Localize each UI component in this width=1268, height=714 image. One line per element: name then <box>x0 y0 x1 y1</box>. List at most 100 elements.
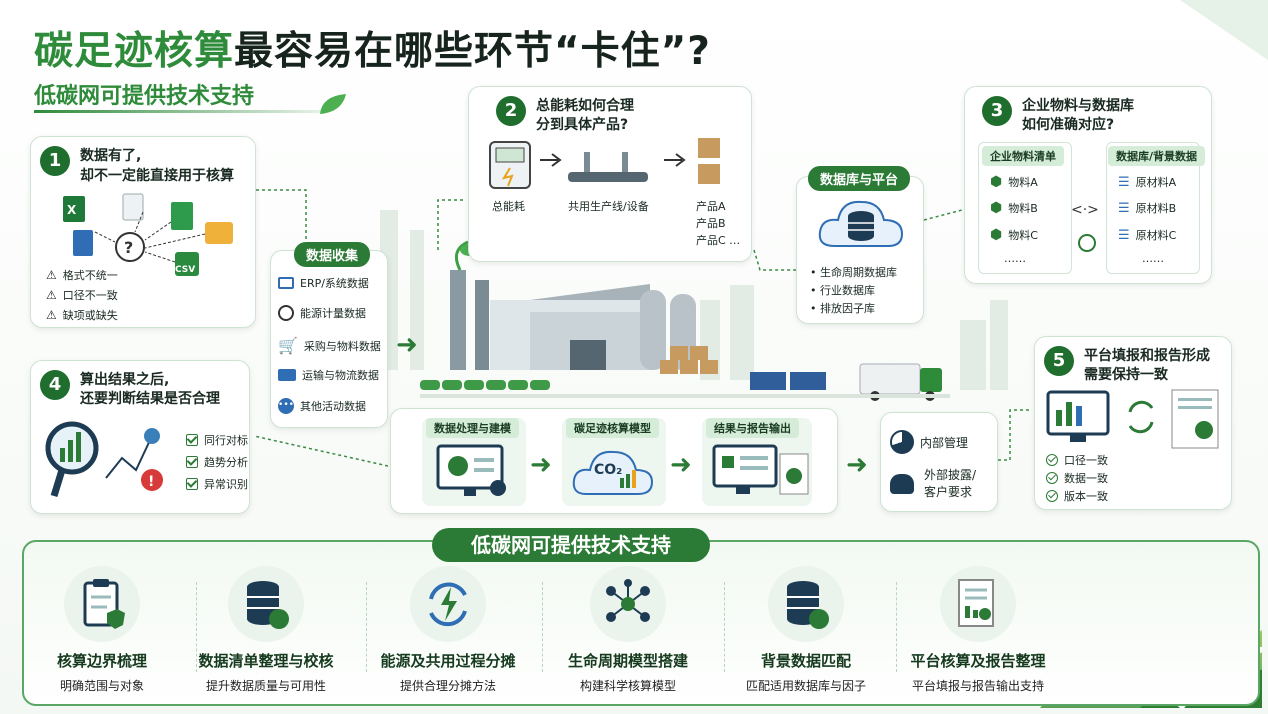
process-step-1-title: 数据处理与建模 <box>426 418 519 438</box>
collection-item-2: 能源计量数据 <box>278 305 366 321</box>
cube-icon: ⬢ <box>990 227 1003 243</box>
issue-row-3: ⚠缺项或缺失 <box>46 307 118 323</box>
network-nodes-icon <box>590 566 666 642</box>
support-desc: 明确范围与对象 <box>59 679 144 693</box>
csv-label: CSV <box>175 265 196 275</box>
separator <box>724 582 725 672</box>
consistency-label: 口径一致 <box>1064 454 1108 467</box>
card4-title-line2: 还要判断结果是否合理 <box>80 391 220 407</box>
card3-title-line1: 企业物料与数据库 <box>1022 98 1134 114</box>
material-list-box <box>978 142 1072 274</box>
issue-label: 缺项或缺失 <box>62 309 118 322</box>
raw-material-label: 原材料B <box>1135 202 1177 215</box>
support-desc: 提供合理分摊方法 <box>399 679 496 693</box>
check-circle-icon <box>1046 490 1058 502</box>
database-leaf-icon <box>768 566 844 642</box>
analysis-illustration: ! <box>45 421 163 498</box>
issue-label: 格式不统一 <box>62 269 118 282</box>
platform-report-illustration <box>1046 389 1219 449</box>
card-outputs <box>880 412 998 512</box>
monitor-icon <box>278 277 294 289</box>
support-desc: 平台填报与报告输出支持 <box>911 679 1044 693</box>
card5-title-line2: 需要保持一致 <box>1084 367 1168 383</box>
database-item-2: • 行业数据库 <box>810 284 875 297</box>
warning-icon: ⚠ <box>46 288 57 302</box>
db-icon: ☰ <box>1118 227 1130 243</box>
consistency-row-3: 版本一致 <box>1046 488 1108 504</box>
gauge-icon <box>278 305 294 321</box>
collection-item-4: 运输与物流数据 <box>278 367 379 383</box>
collection-label: ERP/系统数据 <box>300 277 369 290</box>
support-desc: 提升数据质量与可用性 <box>205 679 326 693</box>
db-icon: ☰ <box>1118 200 1130 216</box>
database-check-icon <box>228 566 304 642</box>
checkbox-icon <box>186 478 198 490</box>
check-label: 异常识别 <box>204 478 248 491</box>
support-desc: 构建科学核算模型 <box>579 679 676 693</box>
material-row-2: ⬢ 物料B <box>990 200 1038 216</box>
separator <box>366 582 367 672</box>
check-circle-icon <box>1046 454 1058 466</box>
energy-cycle-icon <box>410 566 486 642</box>
output-external-line2: 客户要求 <box>924 485 973 499</box>
arrow-right-icon: ➜ <box>846 450 868 480</box>
support-title: 能源及共用过程分摊 <box>380 652 516 670</box>
card5-title-line1: 平台填报和报告形成 <box>1084 348 1210 364</box>
card3-title-line2: 如何准确对应? <box>1022 117 1115 133</box>
step-number-1: 1 <box>40 146 70 176</box>
shared-line-label: 共用生产线/设备 <box>568 200 649 213</box>
cube-icon: ⬢ <box>990 174 1003 190</box>
clipboard-check-icon <box>64 566 140 642</box>
output-label: 内部管理 <box>920 435 969 450</box>
page-title: 碳足迹核算最容易在哪些环节“卡住”? <box>34 20 711 76</box>
product-c-label: 产品C … <box>696 234 741 247</box>
support-item-3: 能源及共用过程分摊 提供合理分摊方法 <box>358 566 538 694</box>
support-title: 数据清单整理与校核 <box>198 652 334 670</box>
material-row-1: ⬢ 物料A <box>990 174 1038 190</box>
svg-text:?: ? <box>124 238 133 257</box>
separator <box>196 582 197 672</box>
support-item-1: 核算边界梳理 明确范围与对象 <box>12 566 192 694</box>
svg-text:X: X <box>67 203 77 217</box>
collection-item-3: 🛒采购与物料数据 <box>278 336 381 355</box>
issue-label: 口径不一致 <box>62 289 118 302</box>
co2-label: CO₂ <box>594 462 623 478</box>
database-item-3: • 排放因子库 <box>810 302 875 315</box>
leaf-icon <box>320 94 346 114</box>
page-subtitle: 低碳网可提供技术支持 <box>34 84 255 109</box>
material-label: 物料C <box>1008 229 1038 242</box>
check-row-1: 同行对标 <box>186 432 248 448</box>
pie-chart-icon <box>890 430 914 454</box>
warning-icon: ⚠ <box>46 268 57 282</box>
collection-label: 其他活动数据 <box>300 400 366 413</box>
output-external-line1: 外部披露/ <box>924 468 977 482</box>
cloud-database-icon <box>818 200 904 247</box>
checkbox-icon <box>186 456 198 468</box>
support-title: 核算边界梳理 <box>56 652 147 670</box>
svg-text:!: ! <box>148 474 154 490</box>
truck-icon <box>278 369 296 381</box>
people-icon <box>890 474 914 494</box>
total-energy-label: 总能耗 <box>492 200 525 213</box>
separator <box>542 582 543 672</box>
more-icon: ••• <box>278 398 294 414</box>
dashed-connectors <box>253 189 1032 467</box>
report-document-icon <box>940 566 1016 642</box>
support-title: 生命周期模型搭建 <box>567 652 688 670</box>
raw-material-label: 原材料A <box>1135 176 1177 189</box>
card4-title-line1: 算出结果之后, <box>80 372 170 388</box>
card-database-platform <box>796 176 924 324</box>
process-step-2-title: 碳足迹核算模型 <box>566 418 659 438</box>
consistency-label: 数据一致 <box>1064 472 1108 485</box>
collection-item-1: ERP/系统数据 <box>278 275 369 291</box>
card1-title-line2: 却不一定能直接用于核算 <box>80 168 234 184</box>
material-label: 物料B <box>1008 202 1038 215</box>
material-label: 物料A <box>1008 176 1038 189</box>
cube-icon: ⬢ <box>990 200 1003 216</box>
product-b-label: 产品B <box>696 217 726 230</box>
raw-material-row-2: ☰ 原材料B <box>1118 200 1176 216</box>
support-panel-title: 低碳网可提供技术支持 <box>432 528 710 562</box>
database-label: 生命周期数据库 <box>820 266 897 279</box>
raw-material-label: 原材料C <box>1135 229 1177 242</box>
check-row-2: 趋势分析 <box>186 454 248 470</box>
